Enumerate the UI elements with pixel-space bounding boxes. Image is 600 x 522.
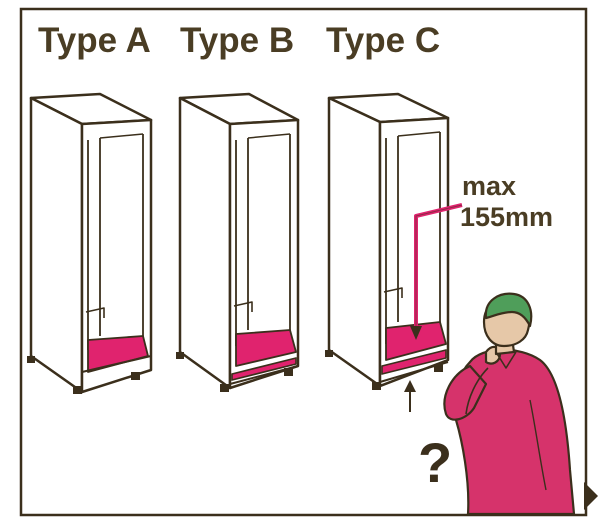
arrow-up-icon	[404, 380, 416, 392]
type-b-title: Type B	[180, 21, 294, 60]
upward-arrow	[404, 380, 416, 412]
type-a-title: Type A	[38, 21, 151, 60]
measurement-pointer	[410, 203, 463, 340]
type-c-title: Type C	[326, 21, 440, 60]
cabinet-type-a	[27, 92, 153, 394]
annotation-max: max	[462, 171, 516, 201]
annotation-155mm: 155mm	[460, 202, 553, 232]
play-arrow-icon[interactable]	[584, 482, 598, 510]
cabinet-type-c	[325, 92, 450, 390]
cabinet-type-b	[176, 92, 300, 392]
arrow-down-icon	[410, 326, 422, 340]
thinking-person-illustration	[443, 292, 576, 516]
question-mark: ?	[418, 431, 452, 494]
